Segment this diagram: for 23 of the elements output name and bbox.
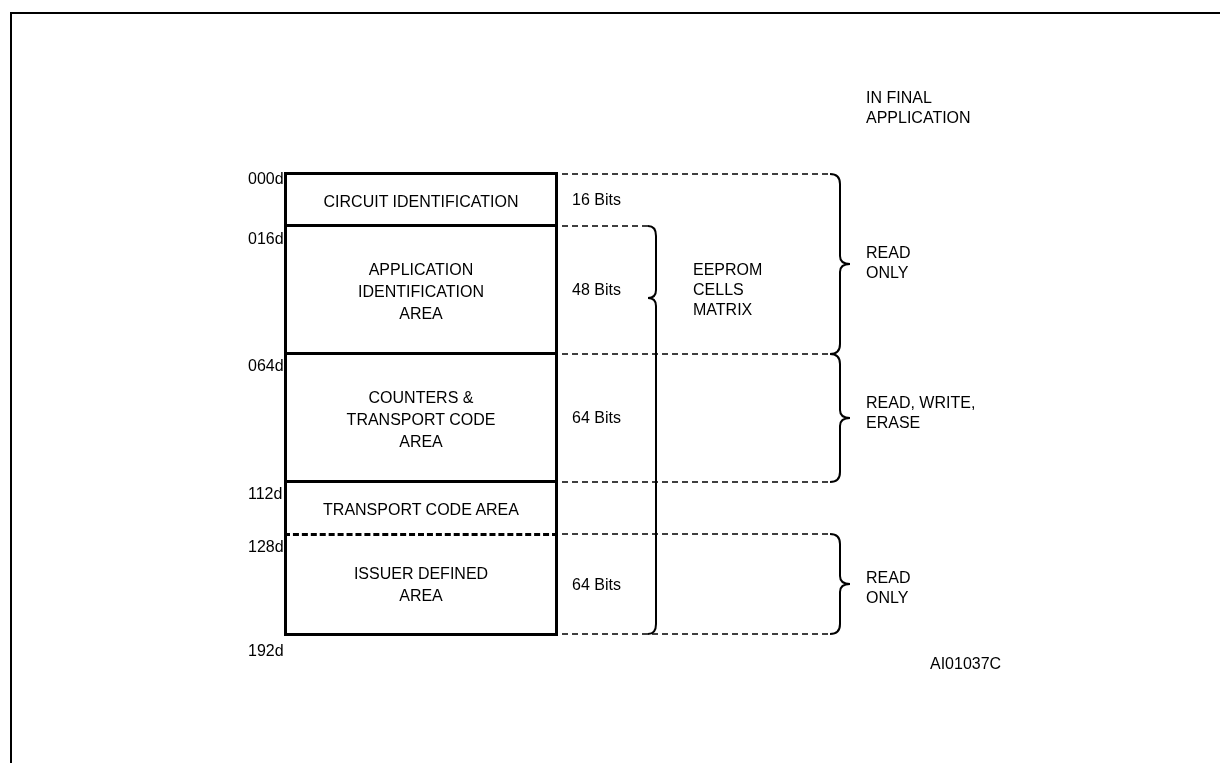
area-name: CIRCUIT IDENTIFICATION (323, 191, 519, 212)
bit-count: 64 Bits (572, 408, 621, 428)
access-label: READ, WRITE, ERASE (866, 393, 977, 433)
bit-count: 16 Bits (572, 190, 621, 210)
bit-count: 64 Bits (572, 574, 621, 595)
bit-count: 48 Bits (572, 280, 621, 300)
access-label: READ ONLY (866, 568, 912, 608)
memory-area-box (284, 480, 558, 536)
address-label: 112d (248, 484, 283, 504)
address-label: 000d (248, 169, 284, 189)
address-label: 192d (248, 641, 284, 661)
address-label: 128d (248, 537, 284, 557)
access-label: READ ONLY (866, 243, 912, 283)
note: IN FINAL APPLICATION (866, 88, 972, 128)
area-name: COUNTERS & TRANSPORT CODE AREA (345, 387, 497, 452)
address-label: 016d (248, 229, 284, 249)
figure-code: AI01037C (930, 654, 1002, 674)
area-name: APPLICATION IDENTIFICATION AREA (357, 259, 485, 324)
memory-area-box (284, 533, 558, 636)
address-label: 064d (248, 356, 284, 376)
area-name: TRANSPORT CODE AREA (323, 499, 519, 520)
block-label: EEPROM CELLS MATRIX (693, 260, 764, 320)
area-name: ISSUER DEFINED AREA (352, 563, 490, 606)
